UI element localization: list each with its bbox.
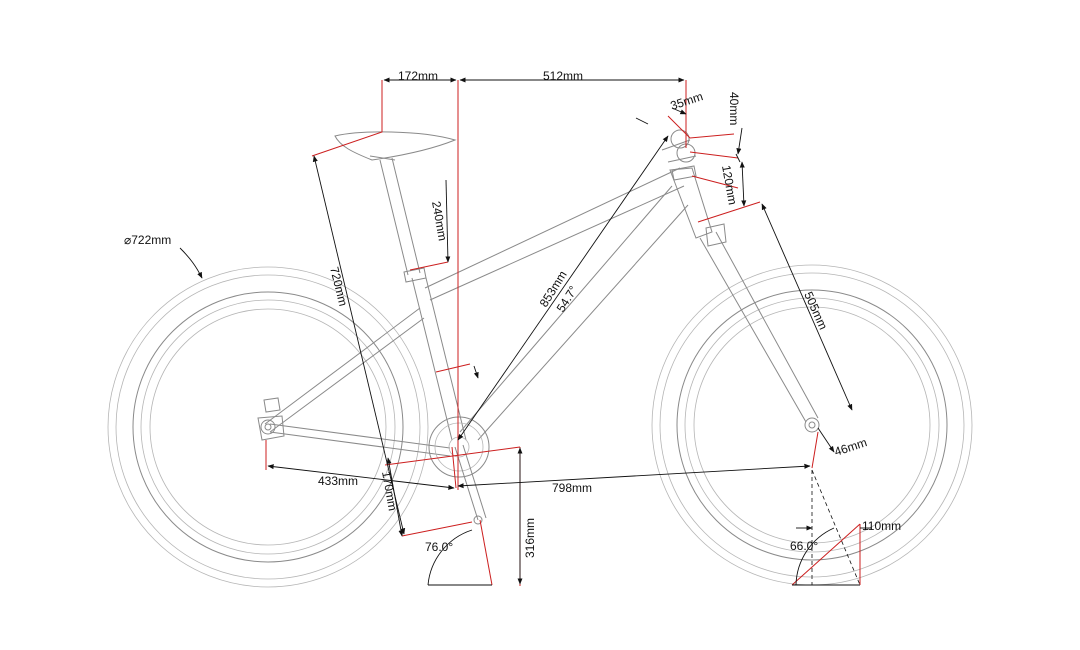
label-spacer-stack: 120mm [719, 164, 740, 206]
label-wheel-diameter: ⌀722mm [124, 233, 171, 247]
label-fork-offset: 46mm [833, 435, 869, 459]
label-reach: 512mm [543, 69, 583, 83]
label-head-angle: 66.0° [790, 539, 818, 553]
dimension-labels: ⌀722mm 172mm 512mm 35mm 40mm 120mm 240mm… [124, 69, 901, 558]
label-chainstay: 433mm [318, 474, 358, 488]
label-bb-height: 316mm [523, 518, 537, 558]
label-crank-length: 170mm [379, 470, 400, 512]
dimension-lines [179, 77, 872, 586]
label-wheelbase: 798mm [552, 481, 592, 495]
label-seat-angle: 76.0° [425, 540, 453, 554]
label-saddle-height: 720mm [327, 265, 350, 307]
label-stem-length: 35mm [669, 89, 705, 113]
label-saddle-setback: 172mm [398, 69, 438, 83]
rear-wheel [107, 266, 429, 588]
label-stem-rise: 40mm [727, 92, 741, 125]
label-fork-length: 505mm [801, 290, 830, 332]
label-trail: 110mm [862, 519, 901, 533]
label-seatpost-extension: 240mm [429, 200, 450, 242]
